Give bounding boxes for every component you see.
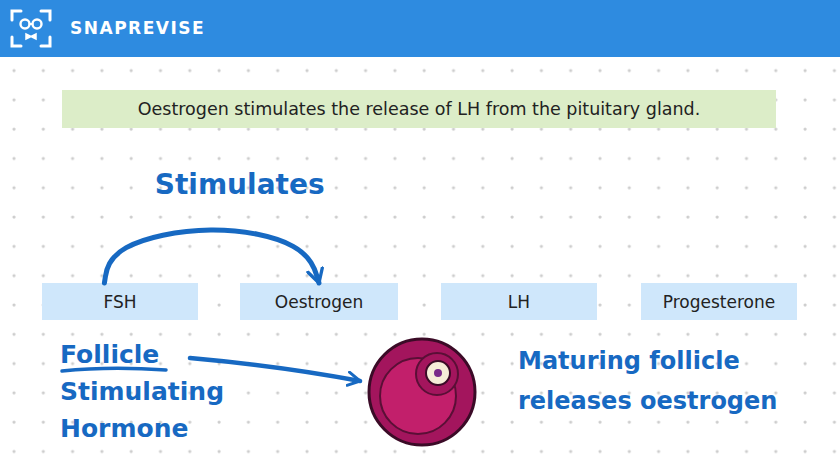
handwritten-note: Follicle Stimulating Hormone: [60, 336, 250, 447]
hormone-box: Oestrogen: [240, 283, 398, 320]
edge-label: Stimulates: [155, 168, 325, 201]
handwritten-note: Maturing follicle releases oestrogen: [518, 341, 818, 421]
follicle-illustration: [369, 339, 475, 445]
hormone-box: Progesterone: [641, 283, 797, 320]
box-text: LH: [508, 292, 530, 312]
logo-icon: [12, 11, 50, 46]
header-bar: [0, 0, 840, 57]
box-text: FSH: [103, 292, 136, 312]
box-text: Progesterone: [663, 292, 775, 312]
hormone-box: LH: [441, 283, 597, 320]
hormone-box: FSH: [42, 283, 198, 320]
curved-arrow: [104, 230, 319, 283]
box-text: Oestrogen stimulates the release of LH f…: [138, 99, 701, 119]
box-text: Oestrogen: [275, 292, 363, 312]
brand-name: SNAPREVISE: [70, 17, 270, 39]
dot-grid: [0, 57, 840, 472]
statement-box: Oestrogen stimulates the release of LH f…: [62, 90, 776, 128]
